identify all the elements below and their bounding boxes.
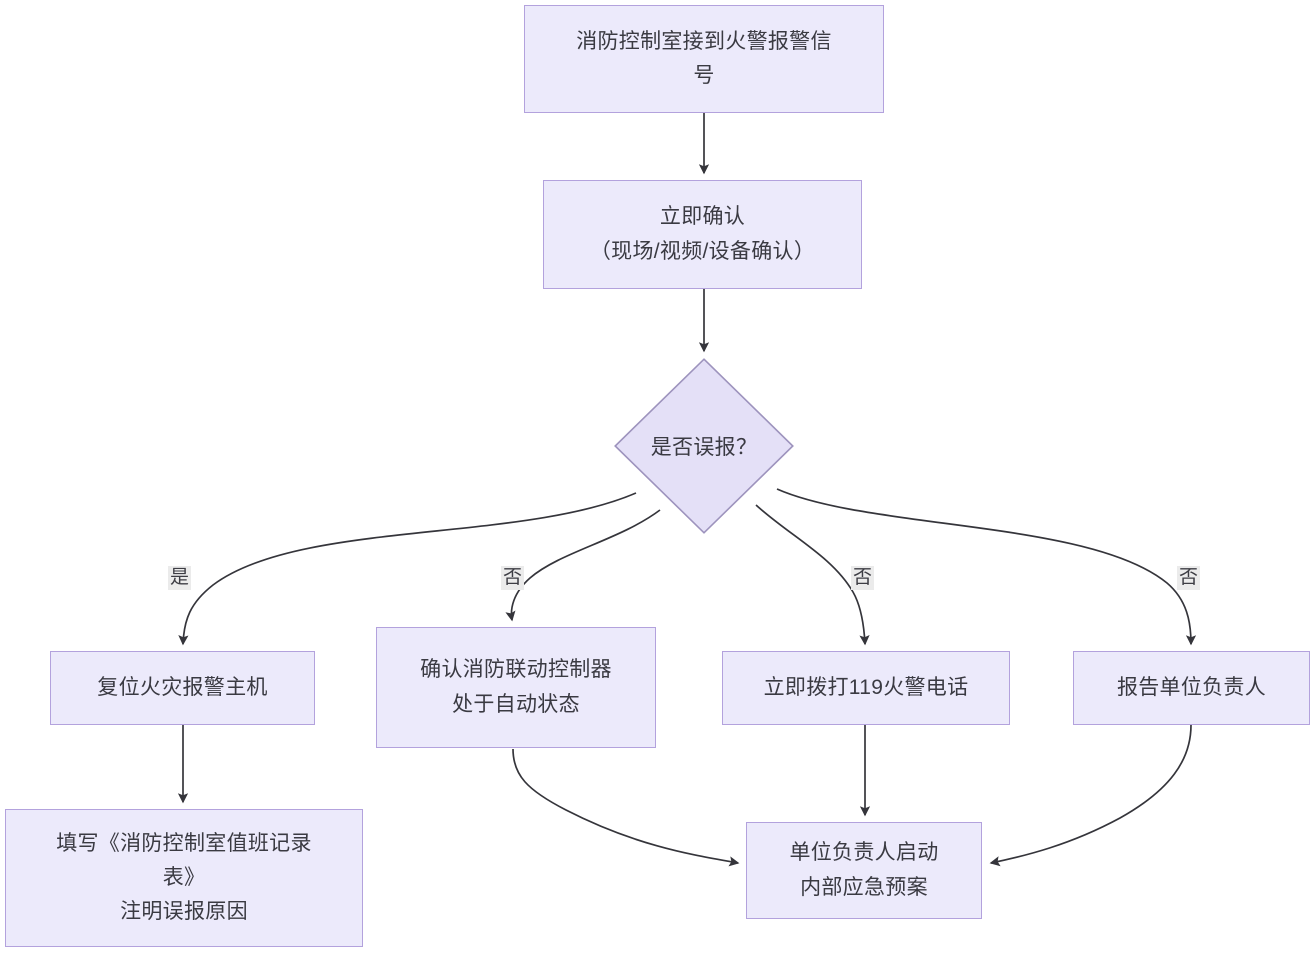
node-confirm-linkage-controller-auto[interactable]: 确认消防联动控制器 处于自动状态 <box>376 627 656 748</box>
node-fill-duty-log[interactable]: 填写《消防控制室值班记录 表》 注明误报原因 <box>5 809 363 947</box>
node-activate-emergency-plan[interactable]: 单位负责人启动 内部应急预案 <box>746 822 982 919</box>
node-is-false-alarm-decision[interactable]: 是否误报？ <box>614 358 794 534</box>
edge-d1-n3 <box>178 492 637 646</box>
diamond-shape <box>614 358 794 534</box>
node-call-119[interactable]: 立即拨打119火警电话 <box>722 651 1010 725</box>
node-report-to-unit-head[interactable]: 报告单位负责人 <box>1073 651 1310 725</box>
edge-d1-n6 <box>776 488 1197 646</box>
edge-n4-n8 <box>512 748 740 867</box>
edge-n6-n8 <box>989 724 1192 867</box>
edge-label-no-1: 否 <box>501 566 525 590</box>
node-alarm-received[interactable]: 消防控制室接到火警报警信 号 <box>524 5 884 113</box>
decision-label: 是否误报？ <box>650 436 758 459</box>
edge-label-yes: 是 <box>168 566 192 590</box>
edge-label-no-2: 否 <box>851 566 875 590</box>
edge-label-no-3: 否 <box>1177 566 1201 590</box>
node-immediate-confirmation[interactable]: 立即确认 （现场/视频/设备确认） <box>543 180 862 289</box>
node-reset-fire-alarm-panel[interactable]: 复位火灾报警主机 <box>50 651 315 725</box>
